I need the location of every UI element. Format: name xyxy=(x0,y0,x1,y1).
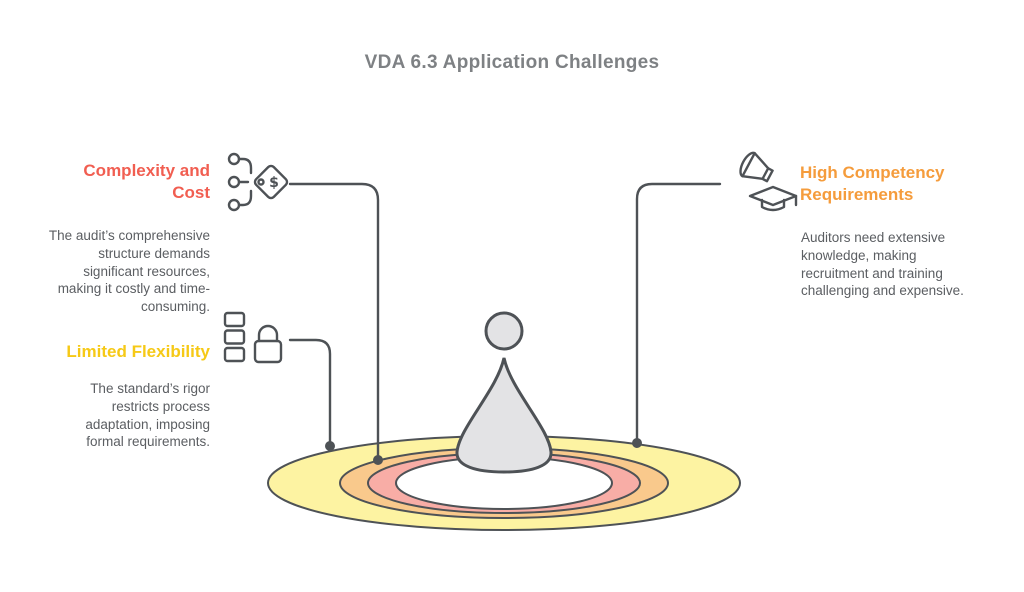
price-tag-dollar-nodes-icon: $ xyxy=(227,152,289,212)
connector-competency xyxy=(635,182,722,440)
dollar-glyph: $ xyxy=(269,175,279,191)
callout-heading-competency: High Competency Requirements xyxy=(800,163,945,205)
droplet-body xyxy=(455,357,553,474)
callout-body-complexity: The audit’s comprehensive structure dema… xyxy=(48,228,210,315)
page-title: VDA 6.3 Application Challenges xyxy=(364,52,660,73)
connector-complexity-dot xyxy=(373,455,383,465)
droplet-head xyxy=(484,311,524,351)
ripple-ellipses xyxy=(267,435,741,531)
megaphone-and-graduation-cap-icon xyxy=(739,151,798,212)
connector-lines xyxy=(288,182,722,465)
connector-flexibility xyxy=(288,338,332,443)
droplet-figure xyxy=(455,311,553,474)
stack-and-padlock-icon xyxy=(223,311,283,364)
callout-heading-flexibility: Limited Flexibility xyxy=(66,342,210,361)
callout-body-flexibility: The standard’s rigor restricts process a… xyxy=(85,381,210,450)
connector-complexity xyxy=(288,182,380,457)
connector-competency-dot xyxy=(632,438,642,448)
connector-flexibility-dot xyxy=(325,441,335,451)
callout-body-competency: Auditors need extensive knowledge, makin… xyxy=(801,230,964,299)
callout-heading-complexity: Complexity and Cost xyxy=(83,161,210,203)
